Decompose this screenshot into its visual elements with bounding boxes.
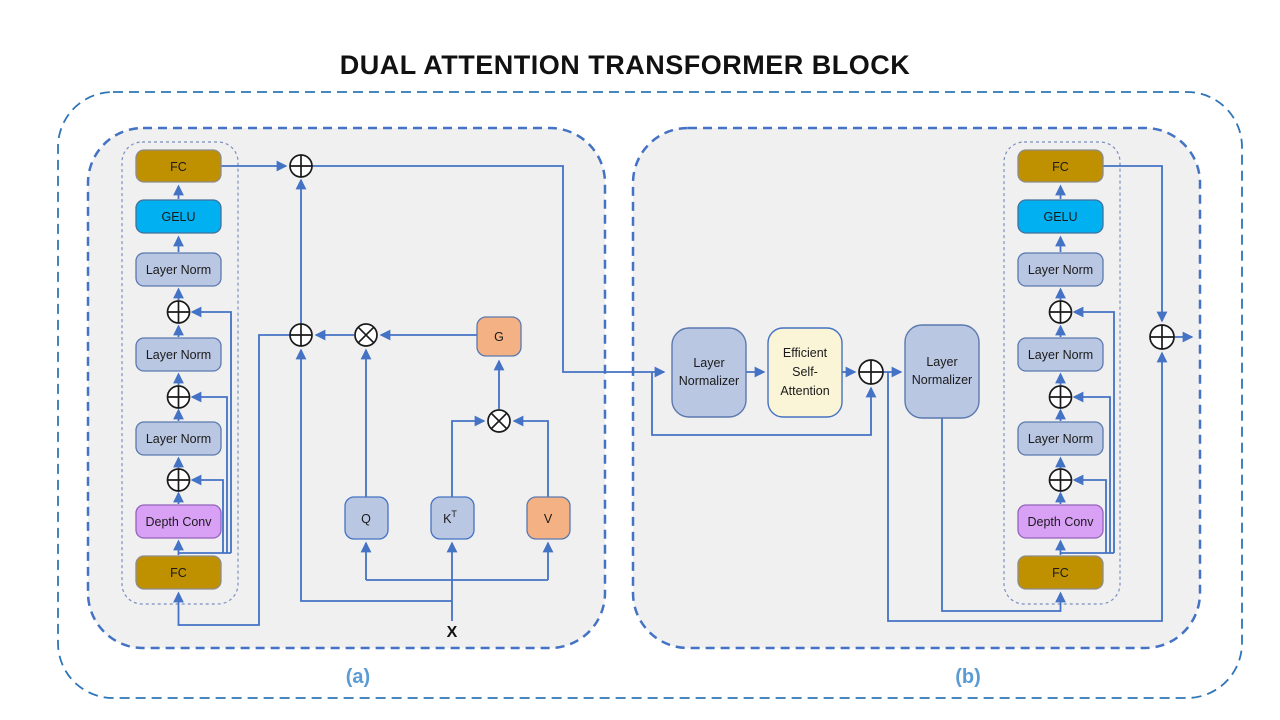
fc-top-box-a: [135, 149, 222, 183]
layer-norm-bottom-box-a: [135, 421, 222, 456]
layer-norm-top-label-b: Layer Norm: [1028, 263, 1093, 277]
layer-normalizer-2-box: [904, 324, 980, 419]
layer-norm-top-box-a: [135, 252, 222, 287]
outer-dashed-container: [57, 91, 1243, 699]
efficient-self-attention-line2: Self-: [792, 365, 818, 379]
fc-bottom-box-a: [135, 555, 222, 590]
block-a-ffn-stack: FC GELU Layer Norm Layer Norm Layer Norm…: [135, 149, 222, 590]
add-operator-icon: [1048, 468, 1073, 492]
fc-bottom-label-a: FC: [170, 566, 187, 580]
block-a-flow-lines: [173, 160, 666, 626]
block-a-attention: G Q KT V: [344, 316, 571, 540]
fc-top-label-b: FC: [1052, 160, 1069, 174]
layer-norm-mid-label-a: Layer Norm: [146, 348, 211, 362]
block-b-caption: (b): [955, 666, 981, 688]
add-operator-icon: [1149, 324, 1175, 350]
efficient-self-attention-line3: Attention: [780, 384, 829, 398]
input-x-label: X: [447, 624, 458, 641]
fc-bottom-label-b: FC: [1052, 566, 1069, 580]
layer-norm-mid-box-a: [135, 337, 222, 372]
fc-bottom-box-b: [1017, 555, 1104, 590]
depth-conv-box-b: [1017, 504, 1104, 539]
depth-conv-label-b: Depth Conv: [1027, 515, 1094, 529]
layer-normalizer-2-line1: Layer: [926, 355, 957, 369]
layer-normalizer-1-line1: Layer: [693, 356, 724, 370]
layer-norm-bottom-box-b: [1017, 421, 1104, 456]
value-box: [526, 496, 571, 540]
add-operator-icon: [289, 154, 313, 178]
layer-norm-bottom-label-b: Layer Norm: [1028, 432, 1093, 446]
gate-box: [476, 316, 522, 357]
key-transpose-box: [430, 496, 475, 540]
add-operator-icon: [858, 359, 884, 385]
add-operator-icon: [166, 468, 191, 492]
layer-normalizer-1-box: [671, 327, 747, 418]
layer-norm-mid-label-b: Layer Norm: [1028, 348, 1093, 362]
query-box: [344, 496, 389, 540]
block-a-operators: [166, 154, 511, 492]
add-operator-icon: [1048, 385, 1073, 409]
block-b-flow-lines: [651, 165, 1194, 622]
block-a-ffn-frame: [121, 141, 239, 605]
depth-conv-label-a: Depth Conv: [145, 515, 212, 529]
gelu-label-a: GELU: [161, 210, 195, 224]
multiply-operator-icon: [487, 409, 511, 433]
multiply-operator-icon: [354, 323, 378, 347]
layer-normalizer-2-line2: Normalizer: [912, 373, 972, 387]
add-operator-icon: [166, 300, 191, 324]
add-operator-icon: [1048, 300, 1073, 324]
value-label: V: [544, 512, 553, 526]
layer-normalizer-1-line2: Normalizer: [679, 374, 739, 388]
layer-norm-top-box-b: [1017, 252, 1104, 287]
add-operator-icon: [289, 323, 313, 347]
block-b-ffn-frame: [1003, 141, 1121, 605]
block-b-ffn-stack: FC GELU Layer Norm Layer Norm Layer Norm…: [1017, 149, 1104, 590]
add-operator-icon: [166, 385, 191, 409]
gelu-box-a: [135, 199, 222, 234]
query-label: Q: [361, 512, 371, 526]
page-title: DUAL ATTENTION TRANSFORMER BLOCK: [340, 50, 910, 80]
key-transpose-label: KT: [443, 509, 457, 526]
gelu-box-b: [1017, 199, 1104, 234]
fc-top-label-a: FC: [170, 160, 187, 174]
layer-norm-mid-box-b: [1017, 337, 1104, 372]
fc-top-box-b: [1017, 149, 1104, 183]
block-a-caption: (a): [346, 666, 370, 688]
block-b-attention-row: Layer Normalizer Efficient Self- Attenti…: [671, 324, 980, 419]
efficient-self-attention-box: [767, 327, 843, 418]
layer-norm-top-label-a: Layer Norm: [146, 263, 211, 277]
efficient-self-attention-line1: Efficient: [783, 346, 828, 360]
layer-norm-bottom-label-a: Layer Norm: [146, 432, 211, 446]
gelu-label-b: GELU: [1043, 210, 1077, 224]
depth-conv-box-a: [135, 504, 222, 539]
block-b-operators: [858, 300, 1175, 492]
gate-label: G: [494, 330, 504, 344]
